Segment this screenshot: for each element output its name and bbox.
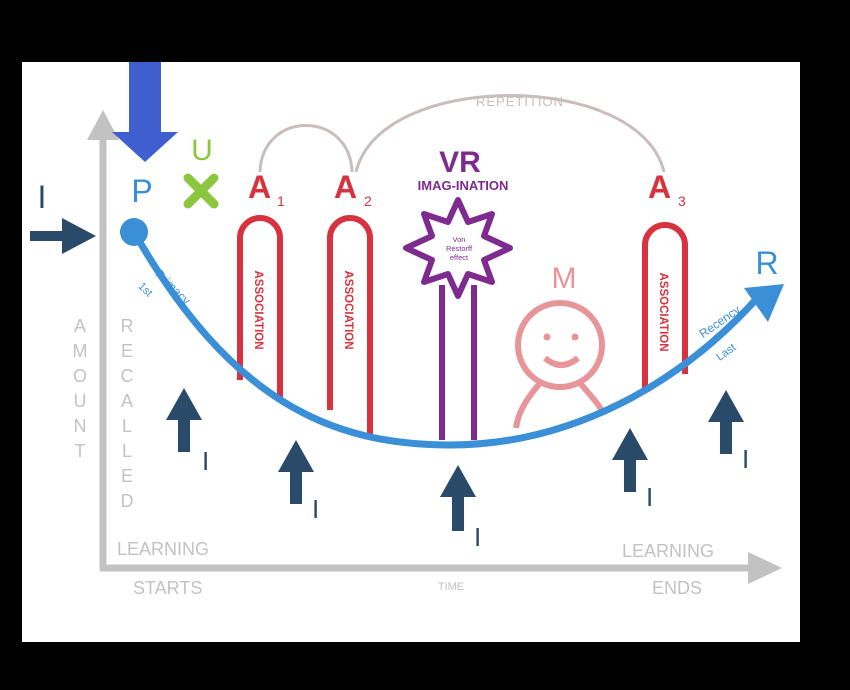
- r-label: R: [755, 245, 778, 281]
- input-left-label: I: [38, 179, 47, 215]
- m-label: M: [552, 262, 577, 295]
- up-arrow-icon: [166, 388, 202, 452]
- von-label: Von: [453, 235, 466, 244]
- association-label-2: ASSOCIATION: [342, 270, 354, 349]
- association-loop-3: [642, 222, 688, 388]
- amount-axis-label: A M O U N T: [73, 316, 88, 461]
- up-arrow-icon: [708, 390, 744, 454]
- effect-label: effect: [450, 253, 469, 262]
- ends-label: ENDS: [652, 578, 702, 598]
- arc-a2-a3: [354, 94, 666, 173]
- a2-label: A: [334, 169, 357, 205]
- arc-a1-a2: [258, 124, 354, 173]
- u-label: U: [191, 134, 213, 167]
- von-restorff-stem: [439, 285, 477, 440]
- association-label-3: ASSOCIATION: [657, 272, 669, 351]
- repetition-label: REPETITION: [476, 94, 564, 109]
- svg-text:E: E: [121, 341, 133, 361]
- up-arrow-icon: [440, 465, 476, 531]
- svg-text:R: R: [121, 316, 134, 336]
- a3-label: A: [648, 169, 671, 205]
- learning-ends-label: LEARNING: [622, 541, 714, 561]
- input-label: I: [312, 494, 319, 524]
- input-label: I: [742, 444, 749, 474]
- primacy-dot: [120, 218, 148, 246]
- svg-text:A: A: [74, 316, 86, 336]
- association-loop-1: [237, 215, 283, 400]
- repetition-arcs: [258, 94, 666, 173]
- serial-position-curve: [130, 228, 764, 449]
- imagination-label: IMAG-INATION: [418, 178, 509, 193]
- recalled-axis-label: R E C A L L E D: [121, 316, 134, 511]
- svg-text:D: D: [121, 491, 134, 511]
- a1-subscript: 1: [277, 193, 285, 209]
- curve-arrowhead: [744, 284, 784, 322]
- starts-label: STARTS: [133, 578, 202, 598]
- input-label: I: [202, 446, 209, 476]
- up-arrow-icon: [278, 440, 314, 504]
- input-arrows: [166, 388, 744, 531]
- diagram-background: [22, 62, 800, 642]
- input-label: I: [474, 522, 481, 552]
- up-arrow-icon: [612, 428, 648, 492]
- a1-label: A: [248, 169, 271, 205]
- vr-label: VR: [439, 146, 481, 179]
- svg-text:L: L: [122, 441, 132, 461]
- svg-text:M: M: [73, 341, 88, 361]
- svg-text:A: A: [121, 391, 133, 411]
- y-axis: [87, 110, 119, 570]
- svg-text:T: T: [75, 441, 86, 461]
- down-arrow-icon: [112, 62, 178, 162]
- p-label: P: [131, 173, 152, 209]
- star-burst-icon: [403, 197, 513, 299]
- restorff-label: Restorff: [446, 244, 473, 253]
- x-axis: [100, 552, 782, 584]
- svg-text:N: N: [74, 416, 87, 436]
- association-label-1: ASSOCIATION: [252, 270, 264, 349]
- time-label: TIME: [438, 581, 464, 593]
- svg-text:E: E: [121, 466, 133, 486]
- association-loops: [237, 215, 688, 434]
- association-loop-2: [327, 215, 373, 434]
- a2-subscript: 2: [364, 193, 372, 209]
- svg-text:L: L: [122, 416, 132, 436]
- svg-text:O: O: [73, 366, 87, 386]
- svg-text:C: C: [121, 366, 134, 386]
- a3-subscript: 3: [678, 193, 686, 209]
- learning-starts-label: LEARNING: [117, 539, 209, 559]
- svg-text:U: U: [74, 391, 87, 411]
- right-arrow-icon: [30, 218, 96, 254]
- cross-icon: [183, 173, 219, 209]
- input-label: I: [646, 482, 653, 512]
